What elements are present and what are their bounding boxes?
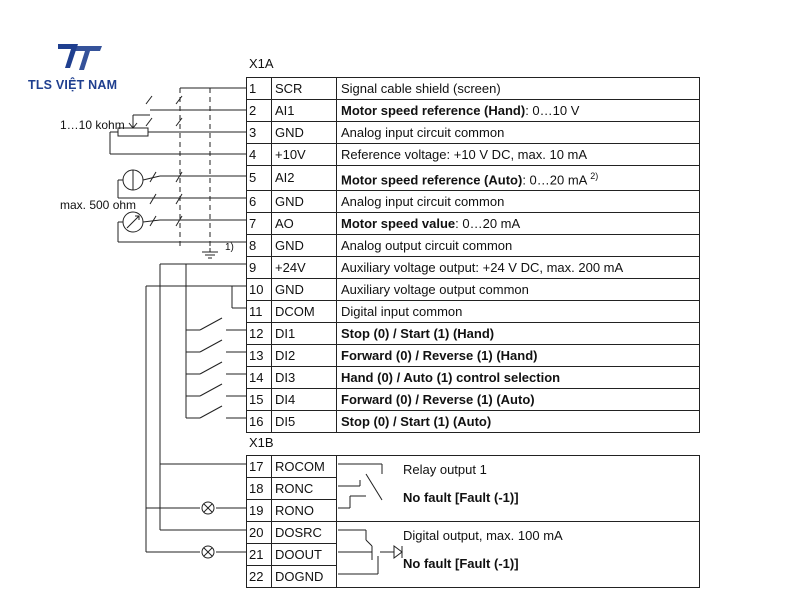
switch-icon	[199, 383, 223, 397]
x1a-label: X1A	[249, 56, 274, 71]
terminal-number: 22	[246, 565, 272, 588]
potentiometer-icon	[117, 127, 149, 137]
digital-output-state: No fault [Fault (-1)]	[403, 556, 519, 571]
terminal-number: 5	[246, 164, 272, 192]
switch-icon	[199, 405, 223, 419]
terminal-signal: DCOM	[271, 300, 337, 324]
terminal-function: Motor speed reference (Auto)	[341, 172, 523, 188]
terminal-row: 21 DOOUT	[246, 543, 700, 566]
terminal-description: Analog input circuit common	[336, 121, 700, 144]
terminal-description: Motor speed reference (Auto): 0…20 mA 2)	[336, 164, 700, 192]
terminal-function: Stop (0) / Start (1) (Hand)	[341, 325, 495, 341]
terminal-signal: DOOUT	[271, 543, 337, 566]
terminal-row: 20 DOSRC Digital output, max. 100 mA No …	[246, 521, 700, 588]
switch-icon	[199, 339, 223, 353]
x1b-label: X1B	[249, 435, 274, 450]
terminal-detail: Reference voltage: +10 V DC, max. 10 mA	[341, 146, 588, 162]
terminal-detail: Analog input circuit common	[341, 124, 505, 140]
lamp-icon	[201, 501, 215, 515]
terminal-signal: +24V	[271, 256, 337, 280]
terminal-row: 18 RONC	[246, 477, 700, 500]
terminal-number: 20	[246, 521, 272, 544]
terminal-signal: DOGND	[271, 565, 337, 588]
terminal-number: 10	[246, 278, 272, 302]
terminal-signal: AI1	[271, 99, 337, 122]
terminal-function: Forward (0) / Reverse (1) (Hand)	[341, 347, 538, 363]
terminal-signal: RONO	[271, 499, 337, 522]
relay-output-state: No fault [Fault (-1)]	[403, 490, 519, 505]
terminal-number: 16	[246, 410, 272, 434]
switch-icon	[199, 317, 223, 331]
terminal-signal: RONC	[271, 477, 337, 500]
terminal-description: Stop (0) / Start (1) (Auto)	[336, 410, 700, 434]
terminal-detail: Auxiliary voltage output: +24 V DC, max.…	[341, 259, 624, 275]
terminal-signal: AI2	[271, 164, 337, 192]
transistor-icon	[365, 539, 373, 547]
terminal-description: Motor speed reference (Hand): 0…10 V	[336, 99, 700, 122]
meter-label: max. 500 ohm	[60, 198, 137, 212]
x1b-terminal-table: 17 ROCOM Relay output 1 No fault [Fault …	[246, 455, 700, 588]
terminal-description: Motor speed value: 0…20 mA	[336, 212, 700, 236]
terminal-row: 19 RONO	[246, 499, 700, 522]
brand-logo: TLS VIỆT NAM	[28, 40, 138, 96]
terminal-detail: Analog input circuit common	[341, 193, 505, 209]
terminal-description: Forward (0) / Reverse (1) (Hand)	[336, 344, 700, 368]
terminal-number: 12	[246, 322, 272, 346]
terminal-detail: Digital input common	[341, 303, 463, 319]
relay-output-title: Relay output 1	[403, 462, 487, 477]
terminal-function: Stop (0) / Start (1) (Auto)	[341, 413, 492, 429]
terminal-signal: GND	[271, 121, 337, 144]
terminal-signal: SCR	[271, 77, 337, 100]
terminal-row: 22 DOGND	[246, 565, 700, 588]
digital-output-title: Digital output, max. 100 mA	[403, 528, 563, 543]
relay-output-description: Relay output 1 No fault [Fault (-1)]	[336, 455, 700, 522]
terminal-function: Hand (0) / Auto (1) control selection	[341, 369, 561, 385]
terminal-signal: DI5	[271, 410, 337, 434]
switch-icon	[199, 361, 223, 375]
terminal-signal: DI3	[271, 366, 337, 390]
potentiometer-label: 1…10 kohm	[60, 118, 125, 132]
tls-logo-icon	[58, 44, 102, 70]
terminal-function: Motor speed reference (Hand)	[341, 102, 526, 118]
ground-note: 1)	[225, 242, 234, 253]
footnote-marker: 2)	[590, 171, 599, 181]
terminal-function: Forward (0) / Reverse (1) (Auto)	[341, 391, 535, 407]
terminal-description: Hand (0) / Auto (1) control selection	[336, 366, 700, 390]
terminal-signal: DI4	[271, 388, 337, 412]
diode-icon	[393, 545, 403, 559]
terminal-signal: DI2	[271, 344, 337, 368]
terminal-detail: Auxiliary voltage output common	[341, 281, 529, 297]
terminal-detail: : 0…20 mA	[455, 215, 521, 231]
brand-name: TLS VIỆT NAM	[28, 78, 118, 92]
terminal-detail: : 0…20 mA	[522, 172, 591, 188]
terminal-description: Reference voltage: +10 V DC, max. 10 mA	[336, 143, 700, 166]
terminal-number: 17	[246, 455, 272, 478]
terminal-detail: : 0…10 V	[525, 102, 580, 118]
terminal-row: 17 ROCOM Relay output 1 No fault [Fault …	[246, 455, 700, 522]
terminal-description: Forward (0) / Reverse (1) (Auto)	[336, 388, 700, 412]
digital-output-description: Digital output, max. 100 mA No fault [Fa…	[336, 521, 700, 588]
terminal-detail: Analog output circuit common	[341, 237, 513, 253]
terminal-function: Motor speed value	[341, 215, 456, 231]
lamp-icon	[201, 545, 215, 559]
terminal-detail: Signal cable shield (screen)	[341, 80, 501, 96]
relay-contact-icon	[365, 473, 383, 501]
